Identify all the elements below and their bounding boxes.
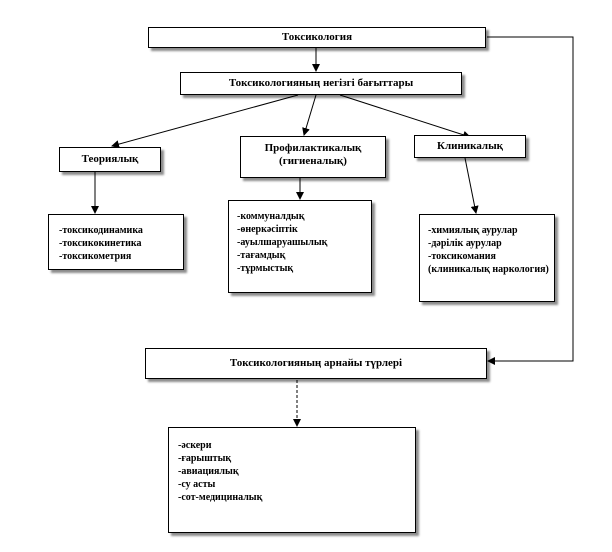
list-item: -токсикокинетика — [59, 238, 142, 249]
list-item: -токсикодинамика — [59, 225, 143, 236]
special-box: Токсикологияның арнайы түрлері — [145, 348, 487, 379]
list-item: -су асты — [178, 479, 216, 490]
list-item: -токсикомания (клиникалық наркология) — [428, 251, 549, 275]
clinical-box: Клиникалық — [414, 135, 526, 158]
list-item: -химиялық аурулар — [428, 225, 518, 236]
toxicology-root-box: Токсикология — [148, 27, 486, 48]
clinical-list: -химиялық аурулар -дәрілік аурулар -токс… — [419, 214, 555, 302]
preventive-list: -коммуналдық -өнеркәсіптік -ауылшаруашыл… — [228, 200, 372, 293]
arrow-root-to-special — [487, 36, 574, 365]
list-item: -әскери — [178, 440, 212, 451]
arrow-clinical-to-list — [464, 157, 479, 214]
arrow-main-to-clinical — [339, 94, 471, 139]
list-item: -авиациялық — [178, 466, 239, 477]
list-item: -токсикометрия — [59, 251, 132, 262]
special-label: Токсикологияның арнайы түрлері — [229, 357, 403, 369]
arrow-main-to-preventive — [302, 94, 317, 136]
list-item: -сот-медициналық — [178, 492, 263, 503]
list-item: -тұрмыстық — [237, 263, 294, 274]
theoretical-list: -токсикодинамика -токсикокинетика -токси… — [48, 214, 184, 270]
root-label: Токсикология — [281, 31, 353, 43]
arrow-main-to-theoretical — [111, 94, 299, 149]
main-directions-box: Токсикологияның негізгі бағыттары — [180, 72, 462, 95]
preventive-box: Профилактикалық (гигиеналық) — [240, 136, 386, 178]
preventive-label: Профилактикалық (гигиеналық) — [264, 142, 362, 167]
list-item: -коммуналдық — [237, 211, 305, 222]
list-item: -тағамдық — [237, 250, 286, 261]
theoretical-box: Теориялық — [59, 147, 161, 172]
list-item: -өнеркәсіптік — [237, 224, 298, 235]
list-item: -дәрілік аурулар — [428, 238, 502, 249]
theoretical-label: Теориялық — [81, 153, 139, 165]
list-item: -ғарыштық — [178, 453, 232, 464]
clinical-label: Клиникалық — [436, 140, 504, 152]
special-list: -әскери -ғарыштық -авиациялық -су асты -… — [168, 427, 416, 533]
main-directions-label: Токсикологияның негізгі бағыттары — [228, 77, 414, 89]
list-item: -ауылшаруашылық — [237, 237, 328, 248]
